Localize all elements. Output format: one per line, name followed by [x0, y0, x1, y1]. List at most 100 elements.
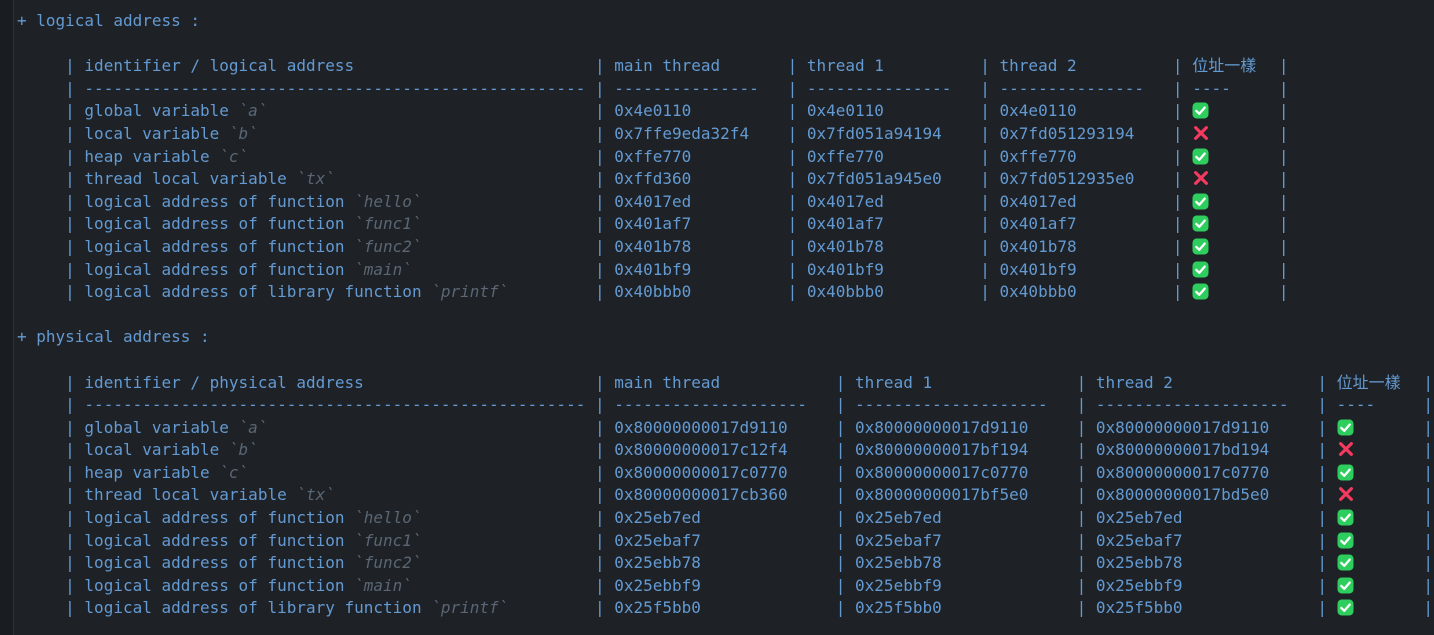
table-row: | logical address of library function `p… [17, 281, 1433, 304]
table-row: | logical address of function `main`| 0x… [17, 575, 1433, 598]
check-icon [1192, 261, 1209, 278]
address-cell: | 0x7ffe9eda32f4 [594, 123, 750, 143]
identifier-cell: | thread local variable `tx` [65, 485, 335, 505]
address-cell: | 0x7fd051293194 [980, 123, 1135, 143]
table-separator-row: | --------------------------------------… [17, 78, 1433, 101]
status-cell: | [1173, 191, 1279, 214]
status-cell: | [1173, 168, 1279, 191]
table-border: | [1278, 282, 1289, 302]
editor-gutter [0, 0, 14, 635]
identifier-code: `printf` [431, 282, 509, 302]
status-cell: | [1317, 462, 1423, 485]
address-cell: | 0x25ebaf7 [835, 530, 942, 550]
address-cell: | 0x401af7 [787, 214, 884, 234]
identifier-cell: | global variable `a` [65, 417, 268, 437]
identifier-code: `b` [228, 123, 258, 143]
column-header-main-thread: | main thread [594, 372, 721, 392]
identifier-cell: | logical address of library function `p… [65, 598, 509, 618]
separator-cell: | --------------- [594, 78, 759, 98]
identifier-code: `tx` [296, 485, 335, 505]
table-border: | [1278, 146, 1289, 166]
table-row: | local variable `b` | 0x7ffe9eda32f4 | 0x… [17, 123, 1433, 146]
physical-address-table: | identifier / physical address | main th… [17, 372, 1433, 621]
separator-cell: | -------------------- [594, 395, 807, 415]
table-border: | [1423, 485, 1433, 505]
address-cell: | 0x401bf9 [980, 259, 1077, 279]
address-cell: | 0x4e0110 [787, 101, 884, 121]
address-cell: | 0x80000000017c12f4 [594, 440, 788, 460]
table-border: | [1423, 553, 1433, 573]
address-cell: | 0x4017ed [594, 191, 692, 211]
check-icon [1337, 464, 1354, 481]
check-icon [1192, 193, 1209, 210]
address-cell: | 0x80000000017d9110 [835, 417, 1029, 437]
address-cell: | 0xffd360 [594, 169, 692, 189]
table-border: | [1278, 214, 1289, 234]
physical-address-section: + physical address : | identifier / phys… [17, 326, 1433, 620]
identifier-code: `a` [238, 417, 268, 437]
status-cell: | [1173, 213, 1279, 236]
address-cell: | 0x7fd051a94194 [787, 123, 942, 143]
check-icon [1337, 599, 1354, 616]
separator-cell: | ---- [1317, 395, 1376, 415]
check-icon [1192, 102, 1209, 119]
identifier-code: `c` [219, 146, 249, 166]
address-cell: | 0x25eb7ed [594, 508, 701, 528]
table-row: | global variable `a` | 0x4e0110 | 0x4e011… [17, 100, 1433, 123]
identifier-cell: | logical address of function `func2` [65, 553, 422, 573]
address-cell: | 0x80000000017d9110 [1076, 417, 1270, 437]
cross-icon [1192, 169, 1210, 187]
table-border: | [1423, 417, 1433, 437]
address-cell: | 0x80000000017d9110 [594, 417, 788, 437]
identifier-cell: | logical address of function `func1` [65, 530, 422, 550]
address-cell: | 0x25ebb78 [594, 553, 701, 573]
address-cell: | 0x4e0110 [980, 101, 1077, 121]
terminal-output: + logical address : | identifier / logic… [17, 10, 1433, 620]
table-row: | logical address of function `hello`| 0… [17, 507, 1433, 530]
status-cell: | [1173, 236, 1279, 259]
table-border: | [1278, 123, 1289, 143]
address-cell: | 0x25f5bb0 [594, 598, 701, 618]
blank-line [17, 349, 1433, 372]
identifier-code: `b` [228, 440, 258, 460]
identifier-code: `func2` [354, 553, 422, 573]
column-header-address-same: | 位址一樣 [1172, 56, 1257, 76]
address-cell: | 0x80000000017c0770 [594, 462, 788, 482]
separator-cell: | --------------- [787, 78, 952, 98]
check-icon [1337, 577, 1354, 594]
status-cell: | [1173, 123, 1279, 146]
address-cell: | 0x4017ed [980, 191, 1077, 211]
cross-icon [1337, 485, 1355, 503]
identifier-cell: | heap variable `c` [65, 462, 249, 482]
identifier-cell: | logical address of function `func2` [65, 236, 422, 256]
address-cell: | 0x80000000017bf194 [835, 440, 1029, 460]
table-row: | logical address of function `func1` | 0… [17, 530, 1433, 553]
column-header-identifier: | identifier / physical address [65, 372, 364, 392]
identifier-cell: | logical address of function `func1` [65, 214, 422, 234]
identifier-cell: | logical address of function `main` [65, 575, 412, 595]
identifier-code: `func1` [354, 214, 422, 234]
address-cell: | 0x401af7 [980, 214, 1077, 234]
column-header-main-thread: | main thread [594, 56, 721, 76]
table-border: | [1278, 101, 1289, 121]
table-header-row: | identifier / physical address | main th… [17, 372, 1433, 395]
identifier-code: `c` [219, 462, 249, 482]
identifier-cell: | global variable `a` [65, 101, 268, 121]
separator-cell: | --------------------------------------… [65, 78, 586, 98]
blank-line [17, 304, 1433, 327]
identifier-cell: | local variable `b` [65, 123, 258, 143]
identifier-code: `main` [354, 575, 412, 595]
identifier-code: `tx` [296, 169, 335, 189]
table-border: | [1423, 575, 1433, 595]
table-row: | thread local variable `tx`| 0x80000000… [17, 484, 1433, 507]
identifier-cell: | local variable `b` [65, 440, 258, 460]
table-row: | logical address of function `hello`| 0… [17, 191, 1433, 214]
table-border: | [1278, 169, 1289, 189]
identifier-code: `hello` [354, 508, 422, 528]
table-row: | logical address of function `main`| 0x… [17, 259, 1433, 282]
column-header-address-same: | 位址一樣 [1317, 372, 1401, 392]
identifier-code: `func1` [354, 530, 422, 550]
identifier-code: `hello` [354, 191, 422, 211]
cross-icon [1337, 440, 1355, 458]
status-cell: | [1173, 259, 1279, 282]
